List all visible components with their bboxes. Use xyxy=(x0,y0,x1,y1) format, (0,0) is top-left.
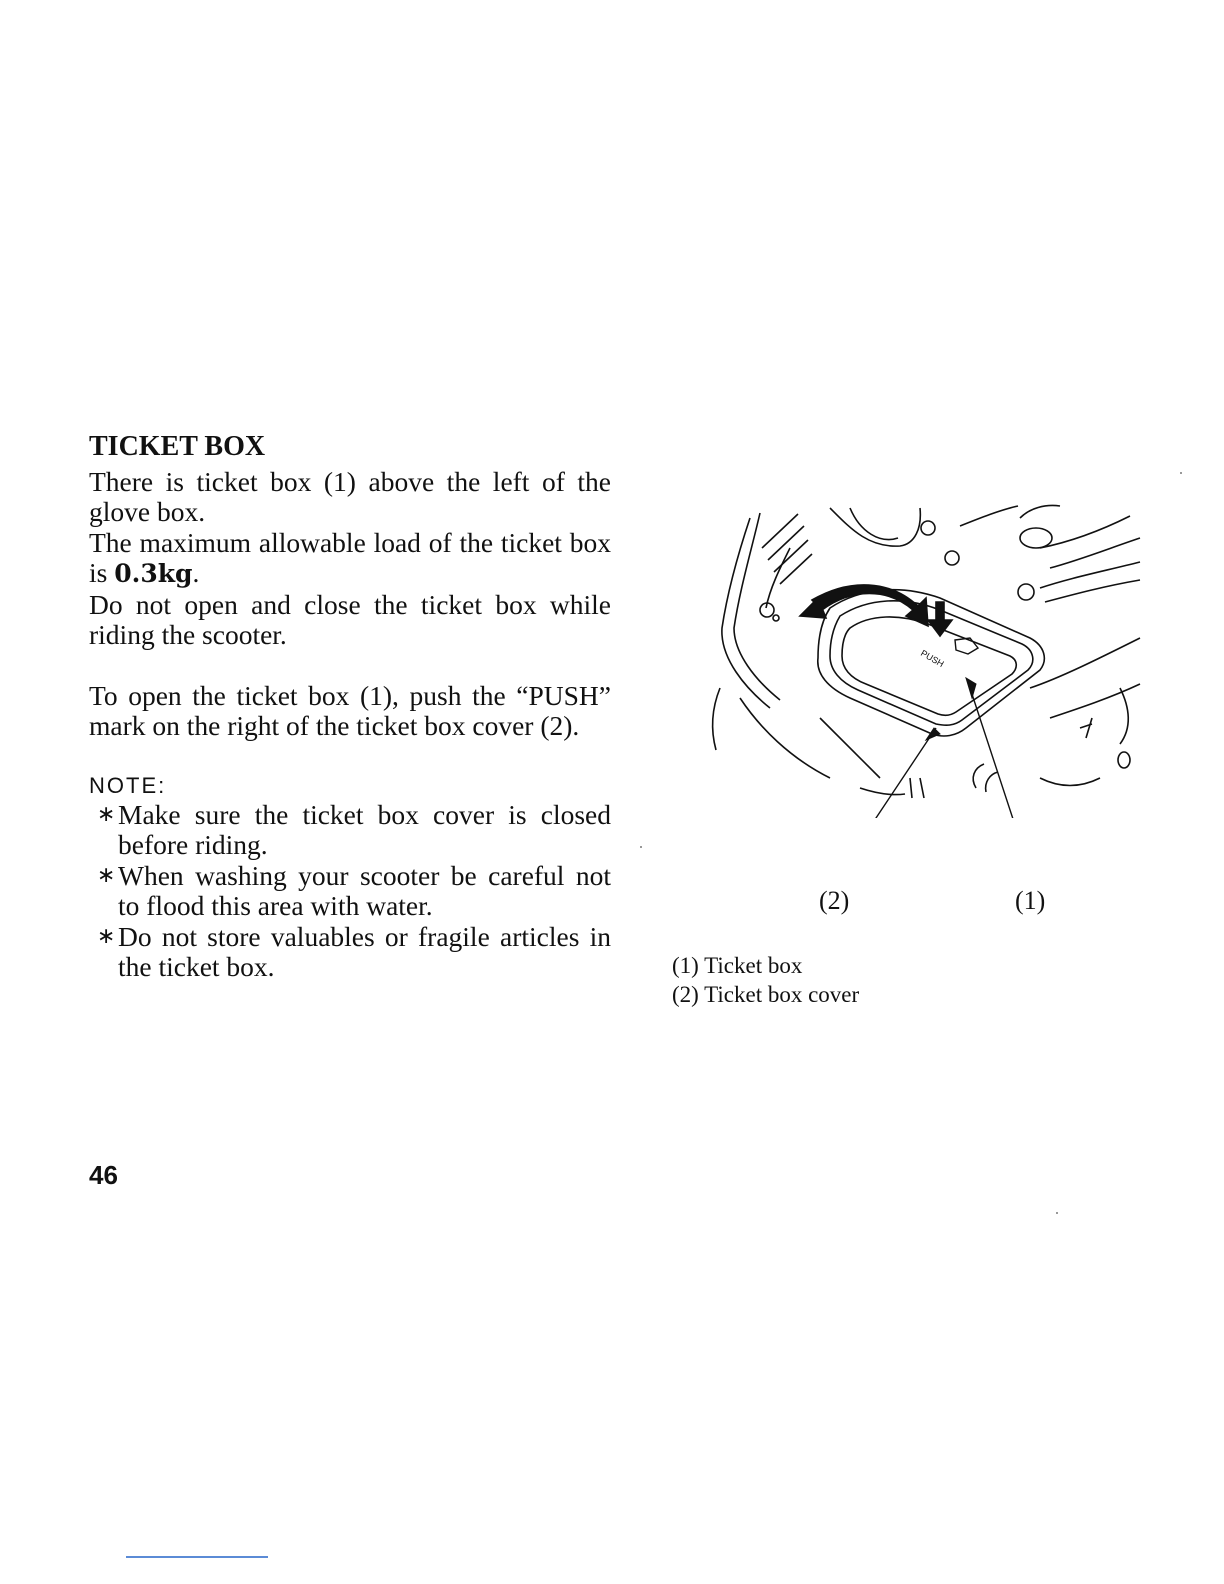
paragraph-location: There is ticket box (1) above the left o… xyxy=(89,465,611,527)
scan-speck xyxy=(640,846,642,848)
note-list: ∗Make sure the ticket box cover is close… xyxy=(89,798,611,983)
scooter-illustration-drawing xyxy=(711,504,1141,885)
max-load-text: The maximum allowable load of the ticket… xyxy=(89,526,611,588)
paragraph-riding-warning: Do not open and close the ticket box whi… xyxy=(89,588,611,650)
figure-legend: (1) Ticket box (2) Ticket box cover xyxy=(672,951,859,1009)
note-item: ∗Make sure the ticket box cover is close… xyxy=(89,798,611,861)
scan-speck xyxy=(1180,472,1182,474)
callout-label-2: (2) xyxy=(819,886,850,915)
max-load-period: . xyxy=(192,557,200,588)
footer-rule xyxy=(126,1556,268,1558)
note-item-text: Do not store valuables or fragile articl… xyxy=(118,920,611,982)
paragraph-max-load: The maximum allowable load of the ticket… xyxy=(89,526,611,590)
callout-label-1: (1) xyxy=(1015,886,1046,915)
note-item-text: Make sure the ticket box cover is closed… xyxy=(118,798,611,860)
legend-item-ticket-box: (1) Ticket box xyxy=(672,953,803,978)
ticket-box-illustration: PUSH xyxy=(700,488,1150,885)
main-text-column: TICKET BOX There is ticket box (1) above… xyxy=(89,431,611,983)
page-number: 46 xyxy=(89,1160,118,1190)
legend-item-ticket-box-cover: (2) Ticket box cover xyxy=(672,982,860,1007)
bullet-icon: ∗ xyxy=(97,923,116,949)
scan-speck xyxy=(1056,1212,1058,1214)
paragraph-open-instructions: To open the ticket box (1), push the “PU… xyxy=(89,679,611,741)
note-item: ∗Do not store valuables or fragile artic… xyxy=(89,920,611,983)
max-load-value: 0.3kg xyxy=(114,559,193,588)
note-item-text: When washing your scooter be careful not… xyxy=(118,859,611,921)
bullet-icon: ∗ xyxy=(97,862,116,888)
note-label: NOTE: xyxy=(89,772,167,798)
bullet-icon: ∗ xyxy=(97,801,116,827)
section-title: TICKET BOX xyxy=(89,431,266,462)
note-item: ∗When washing your scooter be careful no… xyxy=(89,859,611,922)
